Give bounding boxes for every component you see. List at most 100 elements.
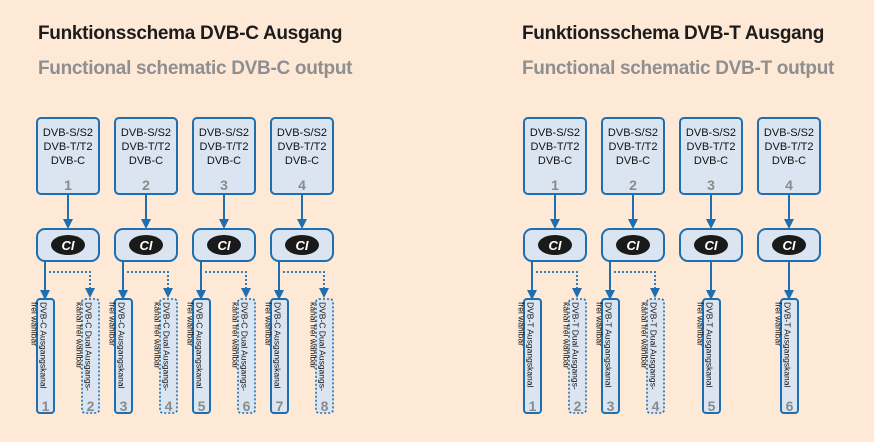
output-label: DVB-T Dual Ausgangs-kanal frei wählbar — [562, 302, 581, 390]
output-label-line: DVB-T Dual Ausgangs- — [571, 302, 581, 390]
output-number: 8 — [321, 398, 329, 414]
output-label-line: frei wählbar — [774, 302, 784, 346]
tuner-number: 1 — [64, 177, 72, 193]
tuner-standard-label: DVB-C — [285, 155, 319, 167]
output-label: DVB-C Ausgangskanalfrei wählbar — [108, 302, 127, 389]
tuner-standard-label: DVB-T/T2 — [122, 141, 171, 153]
output-label-line: frei wählbar — [696, 302, 706, 346]
dual-output-dotted-arrow — [127, 271, 173, 298]
output-label-line: kanal frei wählbar — [153, 302, 163, 369]
output-label-line: DVB-T Ausgangskanal — [705, 302, 715, 387]
output-label-line: DVB-T Ausgangskanal — [604, 302, 614, 387]
output-number: 3 — [120, 398, 128, 414]
output-label: DVB-C Dual Ausgangs-kanal frei wählbar — [153, 302, 172, 391]
output-label: DVB-C Dual Ausgangs-kanal frei wählbar — [75, 302, 94, 391]
ci-label: CI — [296, 238, 309, 253]
ci-badge — [694, 235, 728, 255]
output-label-line: frei wählbar — [517, 302, 527, 346]
tuner-standard-label: DVB-S/S2 — [530, 127, 580, 139]
output-box — [315, 298, 334, 414]
output-label: DVB-C Ausgangskanalfrei wählbar — [30, 302, 49, 389]
output-label-line: kanal frei wählbar — [562, 302, 572, 369]
tuner-number: 4 — [298, 177, 306, 193]
tuner-standard-label: DVB-S/S2 — [764, 127, 814, 139]
left-title-de: Funktionsschema DVB-C Ausgang — [38, 23, 343, 44]
output-number: 5 — [198, 398, 206, 414]
ci-badge — [538, 235, 572, 255]
output-label-line: DVB-C Ausgangskanal — [273, 302, 283, 389]
output-box — [780, 298, 799, 414]
output-label: DVB-C Dual Ausgangs-kanal frei wählbar — [309, 302, 328, 391]
ci-badge — [285, 235, 319, 255]
output-label-line: frei wählbar — [595, 302, 605, 346]
dual-output-channel: DVB-C Dual Ausgangs-kanal frei wählbar 8 — [309, 298, 334, 414]
output-label: DVB-T Ausgangskanalfrei wählbar — [696, 302, 715, 387]
tuner-standard-label: DVB-C — [538, 155, 572, 167]
tuner-standard-label: DVB-T/T2 — [278, 141, 327, 153]
output-number: 1 — [529, 398, 537, 414]
output-box — [702, 298, 721, 414]
output-box — [523, 298, 542, 414]
output-number: 6 — [243, 398, 251, 414]
tuner-standard-label: DVB-C — [616, 155, 650, 167]
tuner-standard-label: DVB-S/S2 — [121, 127, 171, 139]
output-box — [270, 298, 289, 414]
dual-output-dotted-arrow — [283, 271, 329, 298]
output-label-line: DVB-C Dual Ausgangs- — [318, 302, 328, 391]
output-label-line: DVB-C Ausgangskanal — [195, 302, 205, 389]
tuner-number: 4 — [785, 177, 793, 193]
tuner-standard-label: DVB-T/T2 — [44, 141, 93, 153]
output-label: DVB-T Ausgangskanalfrei wählbar — [517, 302, 536, 387]
output-channel: DVB-T Ausgangskanalfrei wählbar 1 — [517, 298, 542, 414]
tuner-standard-label: DVB-S/S2 — [608, 127, 658, 139]
dual-output-channel: DVB-T Dual Ausgangs-kanal frei wählbar 4 — [640, 298, 665, 414]
output-label: DVB-T Ausgangskanalfrei wählbar — [595, 302, 614, 387]
ci-label: CI — [62, 238, 75, 253]
output-channel: DVB-T Ausgangskanalfrei wählbar 5 — [696, 298, 721, 414]
output-box — [568, 298, 587, 414]
tuner-standard-label: DVB-S/S2 — [686, 127, 736, 139]
ci-label: CI — [705, 238, 718, 253]
output-label-line: DVB-T Dual Ausgangs- — [649, 302, 659, 390]
dual-output-dotted-arrow — [49, 271, 95, 298]
output-label-line: DVB-C Ausgangskanal — [39, 302, 49, 389]
tuner-standard-label: DVB-C — [694, 155, 728, 167]
output-number: 4 — [652, 398, 660, 414]
tuner-standard-label: DVB-T/T2 — [687, 141, 736, 153]
tuner-standard-label: DVB-T/T2 — [531, 141, 580, 153]
output-box — [36, 298, 55, 414]
ci-label: CI — [627, 238, 640, 253]
output-label-line: kanal frei wählbar — [640, 302, 650, 369]
tuner-standard-label: DVB-T/T2 — [609, 141, 658, 153]
ci-badge — [51, 235, 85, 255]
right-title-de: Funktionsschema DVB-T Ausgang — [522, 23, 825, 44]
output-box — [601, 298, 620, 414]
ci-label: CI — [549, 238, 562, 253]
right-title-en: Functional schematic DVB-T output — [522, 58, 835, 79]
output-label: DVB-T Ausgangskanalfrei wählbar — [774, 302, 793, 387]
tuner-number: 3 — [220, 177, 228, 193]
output-label: DVB-C Ausgangskanalfrei wählbar — [264, 302, 283, 389]
ci-label: CI — [218, 238, 231, 253]
output-label-line: kanal frei wählbar — [231, 302, 241, 369]
tuner-number: 3 — [707, 177, 715, 193]
tuner-number: 2 — [142, 177, 150, 193]
output-number: 4 — [165, 398, 173, 414]
tuner-standard-label: DVB-C — [772, 155, 806, 167]
tuner-standard-label: DVB-T/T2 — [765, 141, 814, 153]
dual-output-channel: DVB-C Dual Ausgangs-kanal frei wählbar 4 — [153, 298, 178, 414]
output-number: 5 — [708, 398, 716, 414]
ci-label: CI — [783, 238, 796, 253]
